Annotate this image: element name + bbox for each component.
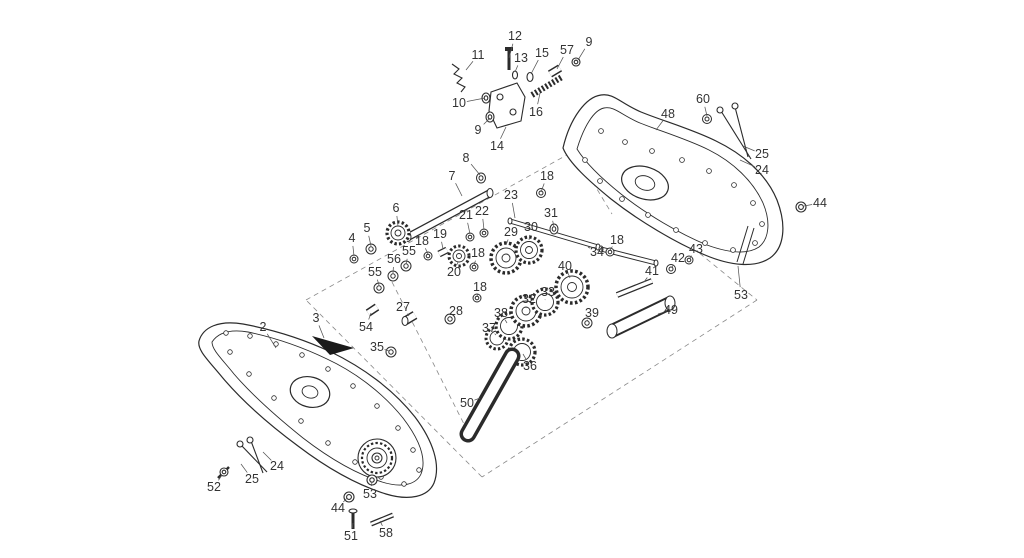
bolt-51 (348, 508, 358, 529)
gear-cluster-lower (365, 269, 676, 367)
right-housing (562, 94, 784, 266)
bolt-52 (217, 466, 230, 479)
spring-11 (451, 63, 466, 93)
bolt-44-lower (343, 491, 355, 503)
bolt-44-right (795, 201, 807, 213)
washer-53-lower (366, 474, 378, 486)
shaft-34-assembly (598, 245, 694, 274)
rod-58 (370, 512, 394, 527)
gear-20 (448, 245, 470, 267)
input-shaft-assembly (349, 172, 494, 264)
cover-wedge-3 (312, 336, 354, 355)
idler-bracket-assembly (451, 47, 581, 129)
left-housing-bolt-holes (223, 330, 422, 487)
pulley-hub (357, 438, 397, 478)
gear-30 (515, 236, 543, 264)
shaft-23-assembly (507, 188, 601, 251)
gear-6 (386, 221, 410, 245)
gear-29 (490, 242, 522, 274)
bracket-hole (509, 108, 517, 116)
washer-15 (526, 71, 534, 83)
gear-33 (531, 288, 559, 316)
spring-16 (530, 74, 564, 98)
left-housing (198, 322, 438, 498)
right-housing-bolt-holes (582, 128, 765, 253)
right-bracket (716, 102, 752, 160)
gear-40 (555, 270, 589, 304)
washer-60 (702, 114, 712, 124)
leader-lines (218, 43, 813, 529)
bracket-hole (496, 93, 504, 101)
belt (459, 347, 521, 443)
left-bracket (236, 436, 268, 474)
washer-13 (511, 70, 519, 80)
